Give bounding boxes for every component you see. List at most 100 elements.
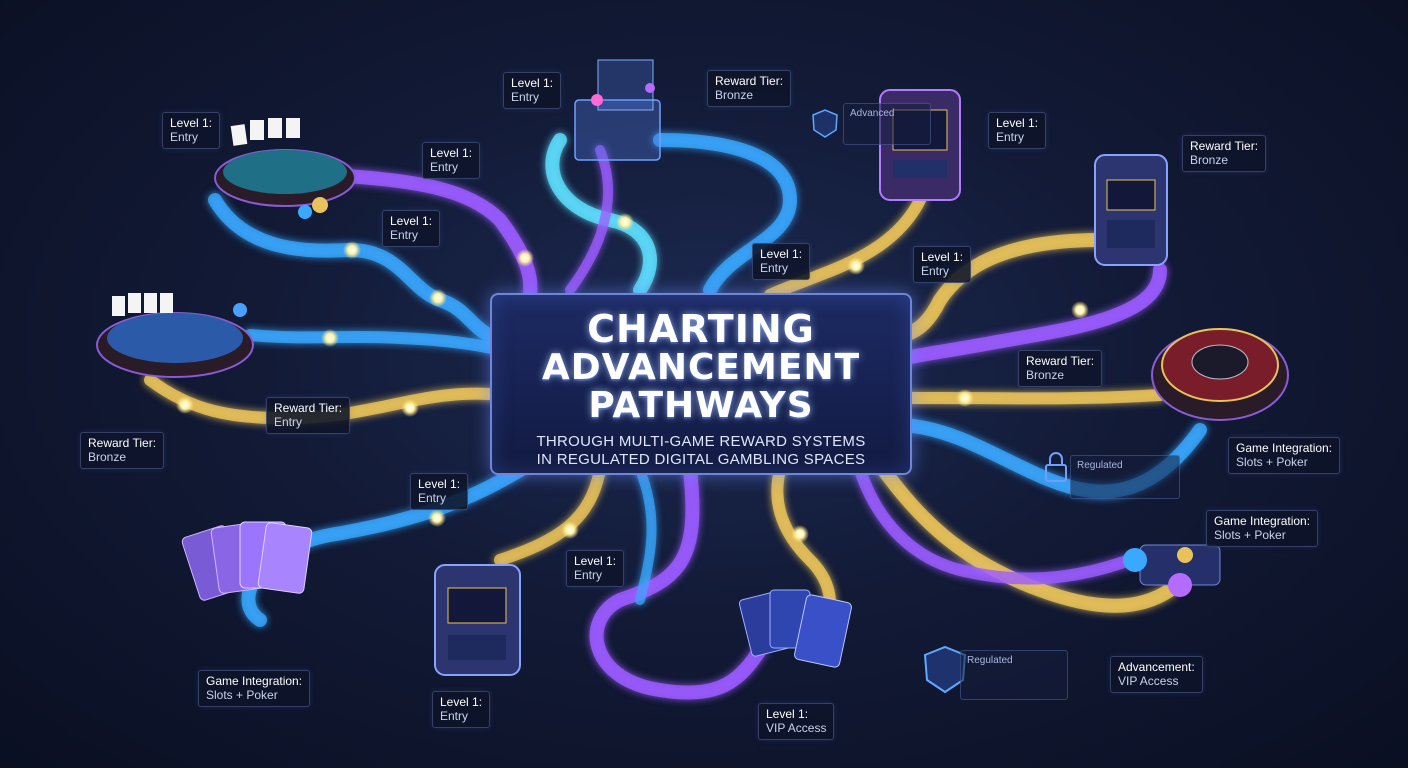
node (176, 396, 194, 414)
pathway-gold-left-low (144, 374, 511, 425)
label-value: VIP Access (766, 721, 827, 735)
pathway-label: Level 1: Entry (410, 473, 469, 510)
node (401, 399, 419, 417)
pathway-label: Reward Tier: Bronze (80, 432, 165, 469)
pathway-label: Reward Tier: Bronze (1182, 135, 1267, 172)
label-heading: Level 1: (170, 116, 213, 130)
label-heading: Reward Tier: (88, 436, 157, 450)
roulette-wheel-icon (1151, 328, 1289, 421)
node (616, 213, 634, 231)
label-heading: Advancement: (1118, 660, 1195, 674)
regulated-text: Regulated (1077, 460, 1123, 471)
pathway-label: Reward Tier: Bronze (707, 70, 792, 107)
lock-icon (1045, 452, 1067, 482)
node (791, 525, 809, 543)
pathway-label: Level 1: Entry (162, 112, 221, 149)
label-heading: Level 1: (766, 707, 809, 721)
chip-stack-icon (1123, 544, 1221, 597)
label-heading: Game Integration: (1236, 441, 1333, 455)
pathway-label: Level 1: Entry (566, 550, 625, 587)
title-card: CHARTING ADVANCEMENT PATHWAYS THROUGH MU… (490, 293, 912, 475)
pathway-label: Level 1: Entry (752, 243, 811, 280)
pathway-label: Level 1: VIP Access (758, 703, 835, 740)
label-value: Entry (760, 261, 789, 275)
label-value: Entry (440, 709, 469, 723)
pathway-cyan-top-1 (545, 133, 657, 297)
subtitle-line-2: IN REGULATED DIGITAL GAMBLING SPACES (536, 451, 866, 468)
node (516, 249, 534, 267)
subtitle-line-1: THROUGH MULTI-GAME REWARD SYSTEMS (536, 433, 866, 450)
regulated-panel: Regulated (960, 650, 1068, 700)
label-value: Bronze (1026, 368, 1065, 382)
regulated-panel: Regulated (1070, 455, 1180, 499)
node (1071, 301, 1089, 319)
pathway-label: Level 1: Entry (432, 691, 491, 728)
pathway-purple-right-2 (898, 263, 1167, 365)
node (428, 509, 446, 527)
node (956, 389, 974, 407)
label-heading: Reward Tier: (274, 401, 343, 415)
pathway-gold-right-1 (898, 233, 1107, 342)
node (343, 241, 361, 259)
pathway-purple-right-6 (854, 464, 1136, 585)
slot-machine-icon (1094, 154, 1168, 266)
label-heading: Reward Tier: (1190, 139, 1259, 153)
playing-cards-icon (181, 521, 313, 601)
title-line-1: CHARTING (587, 307, 815, 351)
label-value: Entry (430, 160, 459, 174)
playing-cards-icon (738, 589, 852, 668)
pathway-blue-bottom-left (241, 463, 527, 627)
pathways (144, 133, 1207, 700)
label-value: Entry (274, 415, 303, 429)
pathway-blue-upper-left (208, 193, 507, 347)
pathway-label: Reward Tier: Bronze (1018, 350, 1103, 387)
advanced-panel: Advanced (843, 103, 931, 145)
node (561, 521, 579, 539)
pathway-label: Reward Tier: Entry (266, 397, 351, 434)
label-heading: Level 1: (390, 214, 433, 228)
label-value: Slots + Poker (1236, 455, 1308, 469)
pathway-blue-top-3 (653, 133, 798, 297)
node (429, 289, 447, 307)
title-line-2: ADVANCEMENT (541, 347, 861, 388)
hologram-table-icon (574, 59, 661, 161)
label-heading: Level 1: (996, 116, 1039, 130)
shield-icon (812, 109, 838, 138)
pathway-label: Level 1: Entry (913, 246, 972, 283)
label-value: Slots + Poker (1214, 528, 1286, 542)
label-heading: Game Integration: (206, 674, 303, 688)
label-heading: Level 1: (921, 250, 964, 264)
pathway-gold-top-4 (764, 194, 926, 301)
label-value: Bronze (715, 88, 754, 102)
pathway-label: Game Integration: Slots + Poker (1206, 510, 1319, 547)
shield-icon (923, 645, 967, 694)
label-heading: Reward Tier: (1026, 354, 1095, 368)
label-heading: Level 1: (574, 554, 617, 568)
label-value: Bronze (88, 450, 127, 464)
pathway-nodes (176, 213, 1089, 543)
label-heading: Level 1: (511, 76, 554, 90)
label-value: VIP Access (1118, 674, 1179, 688)
label-heading: Reward Tier: (715, 74, 784, 88)
slot-machine-icon (434, 564, 521, 676)
pathway-label: Game Integration: Slots + Poker (1228, 437, 1341, 474)
label-value: Bronze (1190, 153, 1229, 167)
pathway-purple-upper-left (323, 168, 538, 327)
label-value: Entry (511, 90, 540, 104)
label-heading: Game Integration: (1214, 514, 1311, 528)
pathway-purple-top-2 (565, 145, 613, 295)
label-heading: Level 1: (440, 695, 483, 709)
pathway-purple-bottom-3 (589, 463, 767, 700)
label-heading: Level 1: (760, 247, 803, 261)
label-heading: Level 1: (418, 477, 461, 491)
label-heading: Level 1: (430, 146, 473, 160)
pathway-label: Level 1: Entry (382, 210, 441, 247)
pathway-label: Level 1: Entry (988, 112, 1047, 149)
label-value: Entry (921, 264, 950, 278)
poker-table-icon (96, 293, 254, 378)
pathway-gold-right-5 (873, 458, 1177, 613)
label-value: Entry (996, 130, 1025, 144)
label-value: Entry (418, 491, 447, 505)
